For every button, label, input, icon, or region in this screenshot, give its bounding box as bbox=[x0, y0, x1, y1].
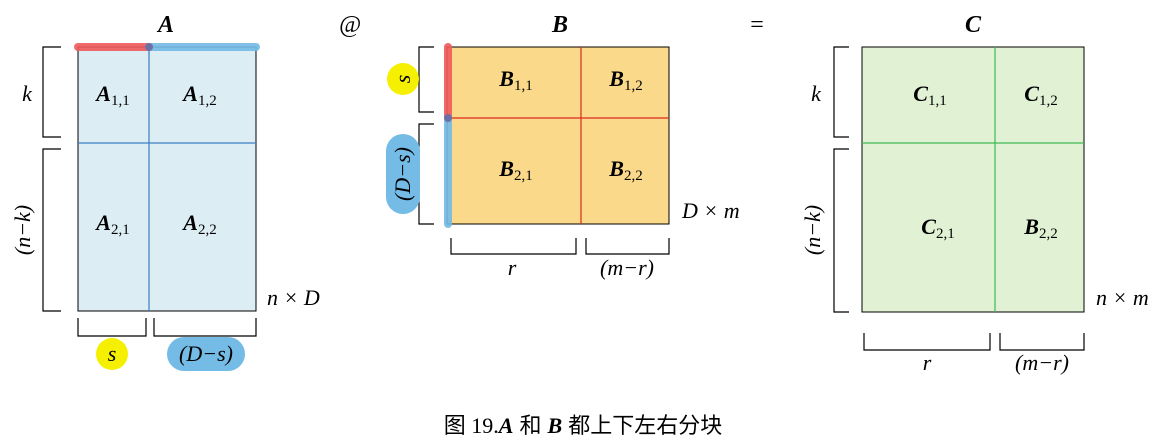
equals-operator: = bbox=[750, 12, 764, 38]
a21-label: A2,1 bbox=[94, 210, 129, 238]
b21-label: B2,1 bbox=[498, 156, 532, 184]
matrix-b: B B1,1 B1,2 B2,1 B2,2 s (D−s) r (m−r) D … bbox=[386, 12, 740, 280]
matrix-c-col-right-bracket bbox=[999, 333, 1085, 351]
matrix-a: A A1,1 A1,2 A2,1 A2,2 k (n−k) s (D−s) n … bbox=[10, 12, 320, 371]
matrix-a-col-left-badge bbox=[96, 338, 128, 370]
c12-label: C1,2 bbox=[1024, 81, 1057, 109]
c11-label: C1,1 bbox=[913, 81, 946, 109]
matrix-b-row-bottom-label: (D−s) bbox=[390, 147, 415, 201]
matrix-b-row-bottom-bracket bbox=[418, 123, 434, 225]
b11-label: B1,1 bbox=[498, 66, 532, 94]
matrix-a-row-top-bracket bbox=[42, 46, 61, 138]
matrix-c-body bbox=[861, 46, 1085, 313]
matrix-a-row-bottom-label: (n−k) bbox=[10, 205, 35, 255]
matrix-b-row-bottom-badge bbox=[386, 134, 420, 214]
c21-label: C2,1 bbox=[921, 214, 954, 242]
matrix-c-row-top-bracket bbox=[833, 46, 849, 138]
matrix-a-col-right-bracket bbox=[153, 318, 257, 337]
matrix-c-shape-label: n × m bbox=[1096, 285, 1149, 310]
matrix-a-title: A bbox=[156, 12, 174, 38]
matrix-c-title: C bbox=[965, 12, 982, 38]
matrix-b-row-top-label: s bbox=[390, 75, 415, 84]
matrix-c-col-left-bracket bbox=[863, 333, 991, 351]
matrix-b-col-left-label: r bbox=[508, 255, 517, 280]
matrix-b-col-right-bracket bbox=[585, 238, 670, 255]
a12-label: A1,2 bbox=[181, 81, 216, 109]
matrix-b-col-left-bracket bbox=[450, 238, 577, 255]
matrix-c-row-bottom-label: (n−k) bbox=[800, 205, 825, 255]
matrix-b-col-right-label: (m−r) bbox=[600, 255, 654, 280]
matrix-a-row-bottom-bracket bbox=[42, 148, 61, 312]
matrix-b-row-top-bracket bbox=[418, 46, 434, 113]
matrix-b-row-top-badge bbox=[387, 63, 419, 95]
a11-label: A1,1 bbox=[94, 81, 129, 109]
matrix-c-row-top-label: k bbox=[811, 81, 822, 106]
matrix-a-col-right-label: (D−s) bbox=[179, 341, 233, 366]
matrix-a-col-left-bracket bbox=[77, 318, 147, 337]
b22-label: B2,2 bbox=[608, 156, 642, 184]
matrix-a-row-top-label: k bbox=[22, 81, 33, 106]
matrix-c: C C1,1 C1,2 C2,1 B2,2 k (n−k) r (m−r) n … bbox=[800, 12, 1149, 375]
matrix-b-title: B bbox=[551, 12, 568, 38]
b12-label: B1,2 bbox=[608, 66, 642, 94]
matrix-a-body bbox=[77, 46, 257, 312]
c22-label: B2,2 bbox=[1023, 214, 1057, 242]
matrix-b-junction-dot bbox=[444, 114, 452, 122]
matrix-a-shape-label: n × D bbox=[267, 285, 320, 310]
a22-label: A2,2 bbox=[181, 210, 216, 238]
matrix-a-col-left-label: s bbox=[108, 341, 117, 366]
matrix-a-col-right-badge bbox=[167, 337, 245, 371]
matmul-operator: @ bbox=[339, 12, 361, 38]
matrix-c-col-left-label: r bbox=[923, 350, 932, 375]
matrix-c-col-right-label: (m−r) bbox=[1015, 350, 1069, 375]
matrix-b-shape-label: D × m bbox=[681, 198, 740, 223]
matrix-b-body bbox=[446, 46, 670, 225]
matrix-c-row-bottom-bracket bbox=[833, 148, 849, 313]
matrix-a-junction-dot bbox=[145, 43, 153, 51]
